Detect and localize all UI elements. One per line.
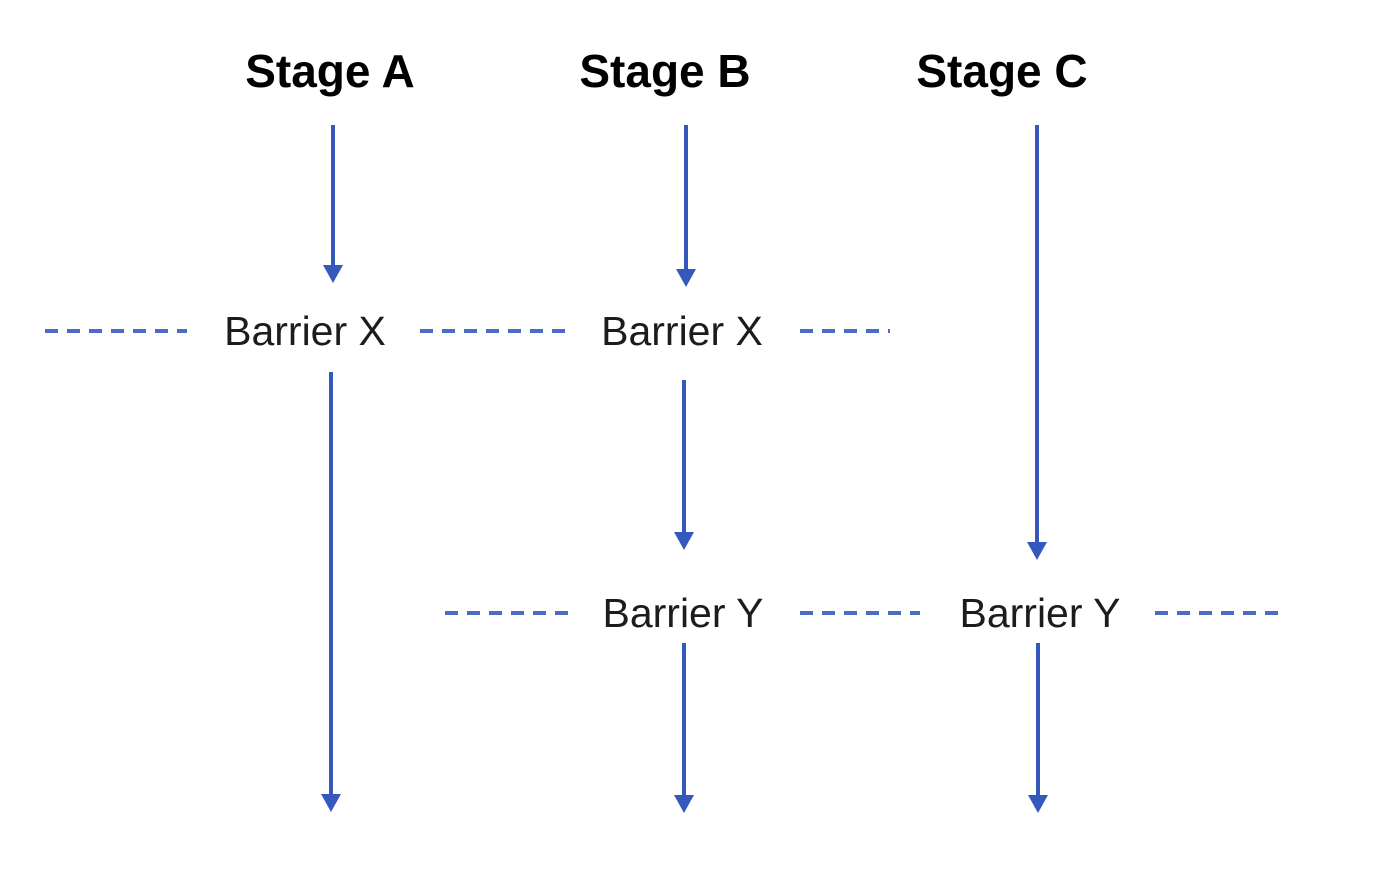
stage-a-down-arrow-icon-top <box>323 125 343 283</box>
stage-c-down-arrow-icon-bottom <box>1028 643 1048 813</box>
barrier-x-label-2: Barrier X <box>595 307 769 355</box>
stage-c-title: Stage C <box>916 45 1088 97</box>
barrier-x-label-1: Barrier X <box>218 307 392 355</box>
stage-a-title: Stage A <box>245 45 415 97</box>
stage-c-down-arrow-icon-top <box>1027 125 1047 560</box>
stage-b-down-arrow-icon-middle <box>674 380 694 550</box>
barrier-y-label-1: Barrier Y <box>596 589 770 637</box>
stage-b-title: Stage B <box>579 45 751 97</box>
stage-b-down-arrow-icon-top <box>676 125 696 287</box>
barrier-y-label-2: Barrier Y <box>953 589 1127 637</box>
stage-a-down-arrow-icon-bottom <box>321 372 341 812</box>
stage-b-down-arrow-icon-bottom <box>674 643 694 813</box>
